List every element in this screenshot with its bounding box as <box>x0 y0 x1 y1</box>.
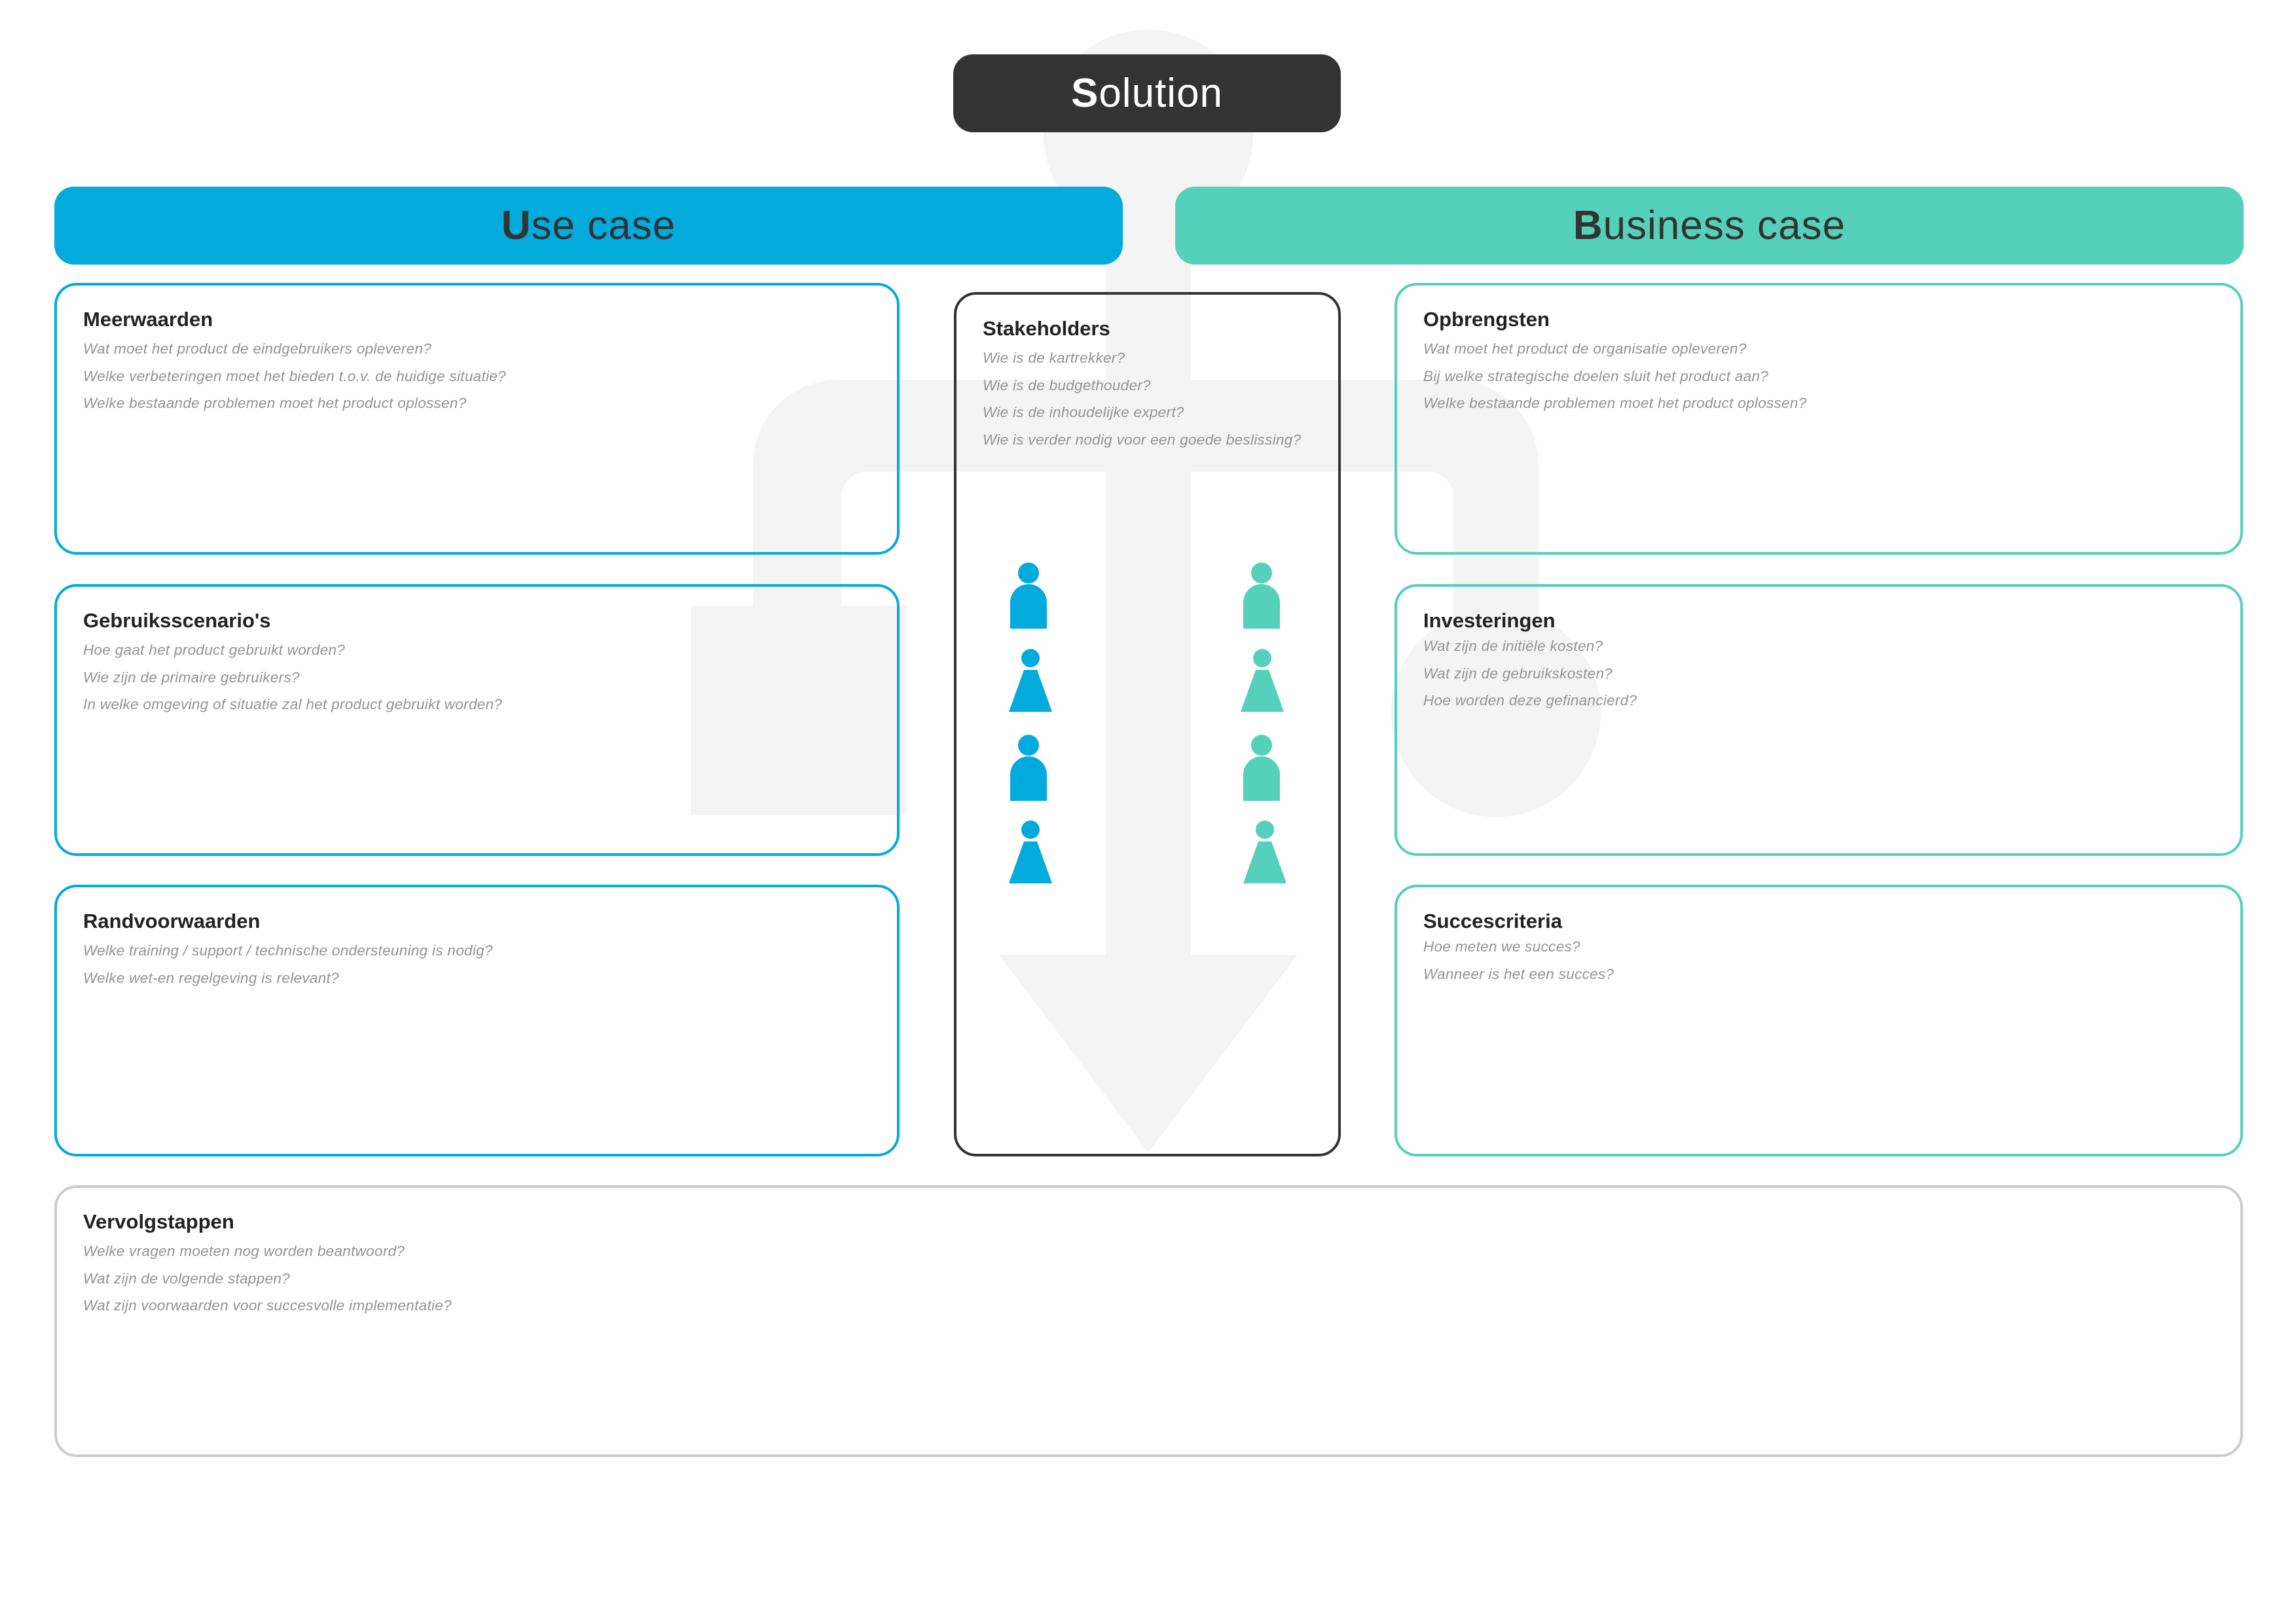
question: Welke wet-en regelgeving is relevant? <box>83 969 339 986</box>
female-person-icon <box>1241 649 1284 712</box>
vervolgstappen-questions: Welke vragen moeten nog worden beantwoor… <box>83 1238 2214 1320</box>
succescriteria-title: Succescriteria <box>1423 910 1562 932</box>
male-person-icon <box>1243 735 1280 801</box>
female-person-icon <box>1009 649 1052 712</box>
question: Wat zijn de gebruikskosten? <box>1423 665 1613 682</box>
question: Wat zijn de initiële kosten? <box>1423 638 1603 654</box>
question: Wat zijn voorwaarden voor succesvolle im… <box>83 1297 452 1314</box>
investeringen-questions: Wat zijn de initiële kosten? Wat zijn de… <box>1423 633 2214 714</box>
female-person-icon <box>1009 821 1052 883</box>
question: Wie zijn de primaire gebruikers? <box>83 669 300 686</box>
question: Hoe gaat het product gebruikt worden? <box>83 642 346 658</box>
opbrengsten-title: Opbrengsten <box>1423 308 1550 331</box>
succescriteria-questions: Hoe meten we succes? Wanneer is het een … <box>1423 933 2214 987</box>
question: Welke verbeteringen moet het bieden t.o.… <box>83 367 506 384</box>
use-case-header-initial: U <box>501 203 532 248</box>
male-person-icon <box>1010 563 1047 629</box>
question: Welke training / support / technische on… <box>83 942 493 959</box>
question: Wanneer is het een succes? <box>1423 965 1614 982</box>
question: Wie is verder nodig voor een goede besli… <box>983 431 1302 448</box>
use-case-header-rest: se case <box>531 203 676 248</box>
randvoorwaarden-box[interactable]: Randvoorwaarden Welke training / support… <box>54 885 900 1156</box>
meerwaarden-questions: Wat moet het product de eindgebruikers o… <box>83 335 871 417</box>
question: Wat moet het product de eindgebruikers o… <box>83 341 432 357</box>
stakeholders-box[interactable]: Stakeholders Wie is de kartrekker? Wie i… <box>954 292 1341 1156</box>
solution-header-initial: S <box>1070 71 1099 116</box>
gebruiksscenarios-title: Gebruiksscenario's <box>83 609 271 632</box>
question: Hoe meten we succes? <box>1423 938 1580 955</box>
question: Welke vragen moeten nog worden beantwoor… <box>83 1243 405 1259</box>
question: Hoe worden deze gefinancierd? <box>1423 692 1637 709</box>
meerwaarden-title: Meerwaarden <box>83 308 213 331</box>
randvoorwaarden-questions: Welke training / support / technische on… <box>83 937 871 991</box>
randvoorwaarden-title: Randvoorwaarden <box>83 910 261 932</box>
question: In welke omgeving of situatie zal het pr… <box>83 696 503 712</box>
opbrengsten-box[interactable]: Opbrengsten Wat moet het product de orga… <box>1394 283 2243 555</box>
question: Wie is de budgethouder? <box>983 377 1151 394</box>
investeringen-box[interactable]: Investeringen Wat zijn de initiële koste… <box>1394 584 2243 856</box>
solution-header-rest: olution <box>1099 71 1224 116</box>
stakeholders-title: Stakeholders <box>983 317 1110 340</box>
business-case-header-initial: B <box>1573 203 1603 248</box>
succescriteria-box[interactable]: Succescriteria Hoe meten we succes? Wann… <box>1394 885 2243 1156</box>
meerwaarden-box[interactable]: Meerwaarden Wat moet het product de eind… <box>54 283 900 555</box>
question: Welke bestaande problemen moet het produ… <box>1423 395 1807 411</box>
question: Welke bestaande problemen moet het produ… <box>83 395 467 411</box>
female-person-icon <box>1243 821 1286 883</box>
male-person-icon <box>1243 563 1280 629</box>
question: Wie is de kartrekker? <box>983 350 1125 366</box>
gebruiksscenarios-box[interactable]: Gebruiksscenario's Hoe gaat het product … <box>54 584 900 856</box>
business-case-header-rest: usiness case <box>1603 203 1846 248</box>
vervolgstappen-box[interactable]: Vervolgstappen Welke vragen moeten nog w… <box>54 1185 2243 1457</box>
question: Wat moet het product de organisatie ople… <box>1423 341 1747 357</box>
vervolgstappen-title: Vervolgstappen <box>83 1210 234 1233</box>
question: Wie is de inhoudelijke expert? <box>983 404 1184 420</box>
question: Bij welke strategische doelen sluit het … <box>1423 367 1769 384</box>
opbrengsten-questions: Wat moet het product de organisatie ople… <box>1423 335 2214 417</box>
male-person-icon <box>1010 735 1047 801</box>
investeringen-title: Investeringen <box>1423 609 1556 632</box>
stakeholders-questions: Wie is de kartrekker? Wie is de budgetho… <box>983 344 1312 453</box>
question: Wat zijn de volgende stappen? <box>83 1270 290 1287</box>
gebruiksscenarios-questions: Hoe gaat het product gebruikt worden? Wi… <box>83 637 871 718</box>
